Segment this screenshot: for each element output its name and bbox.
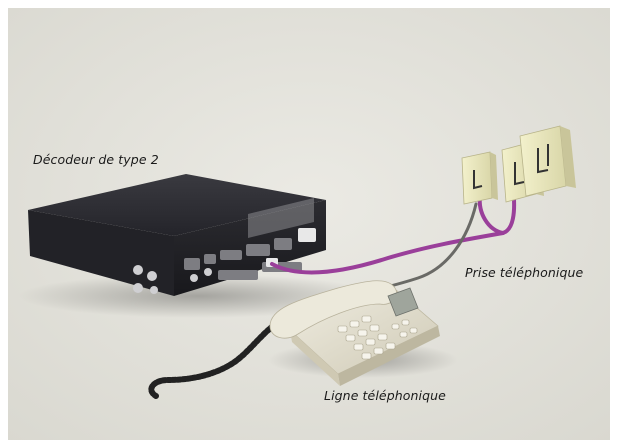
telephone (268, 280, 458, 386)
phone-line-label: Ligne téléphonique (324, 388, 446, 403)
wall-jack-right (519, 125, 576, 197)
decoder-label: Décodeur de type 2 (33, 152, 159, 167)
connection-diagram (8, 8, 610, 440)
wall-jacks (461, 125, 576, 205)
coiled-cord (148, 323, 276, 399)
wall-jack-left (461, 151, 498, 205)
wall-jack-label: Prise téléphonique (465, 265, 584, 280)
purple-cable (270, 186, 517, 275)
